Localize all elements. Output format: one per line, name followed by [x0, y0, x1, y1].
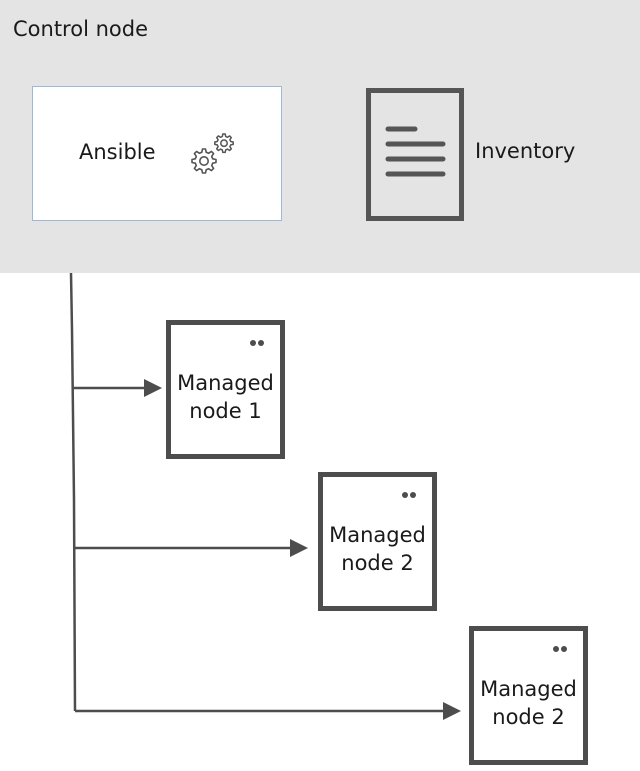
- managed-node-label-line1: Managed: [177, 371, 274, 395]
- control-node-title: Control node: [13, 17, 148, 41]
- managed-node-1: Managed node 1: [166, 320, 285, 459]
- status-dots-icon: [250, 340, 266, 346]
- status-dots-icon: [402, 492, 418, 498]
- managed-node-label-line1: Managed: [329, 523, 426, 547]
- arrow-to-node-3: [75, 702, 461, 720]
- managed-node-label: Managed node 2: [474, 675, 583, 731]
- gears-icon: [191, 133, 234, 174]
- document-icon: [366, 88, 464, 221]
- status-dots-icon: [553, 646, 569, 652]
- managed-node-label-line2: node 1: [189, 399, 262, 423]
- trunk-line: [69, 272, 77, 712]
- managed-node-label: Managed node 1: [171, 369, 280, 425]
- managed-node-2: Managed node 2: [318, 472, 437, 611]
- managed-node-3: Managed node 2: [469, 626, 588, 765]
- managed-node-label: Managed node 2: [323, 521, 432, 577]
- control-node-area: Control node Ansible Inventor: [0, 0, 640, 273]
- managed-node-label-line1: Managed: [480, 677, 577, 701]
- ansible-label: Ansible: [79, 140, 156, 164]
- arrow-to-node-2: [74, 539, 308, 557]
- arrow-to-node-1: [73, 379, 162, 397]
- managed-node-label-line2: node 2: [341, 551, 414, 575]
- ansible-box: [32, 86, 282, 221]
- managed-node-label-line2: node 2: [492, 705, 565, 729]
- inventory-label: Inventory: [475, 139, 576, 163]
